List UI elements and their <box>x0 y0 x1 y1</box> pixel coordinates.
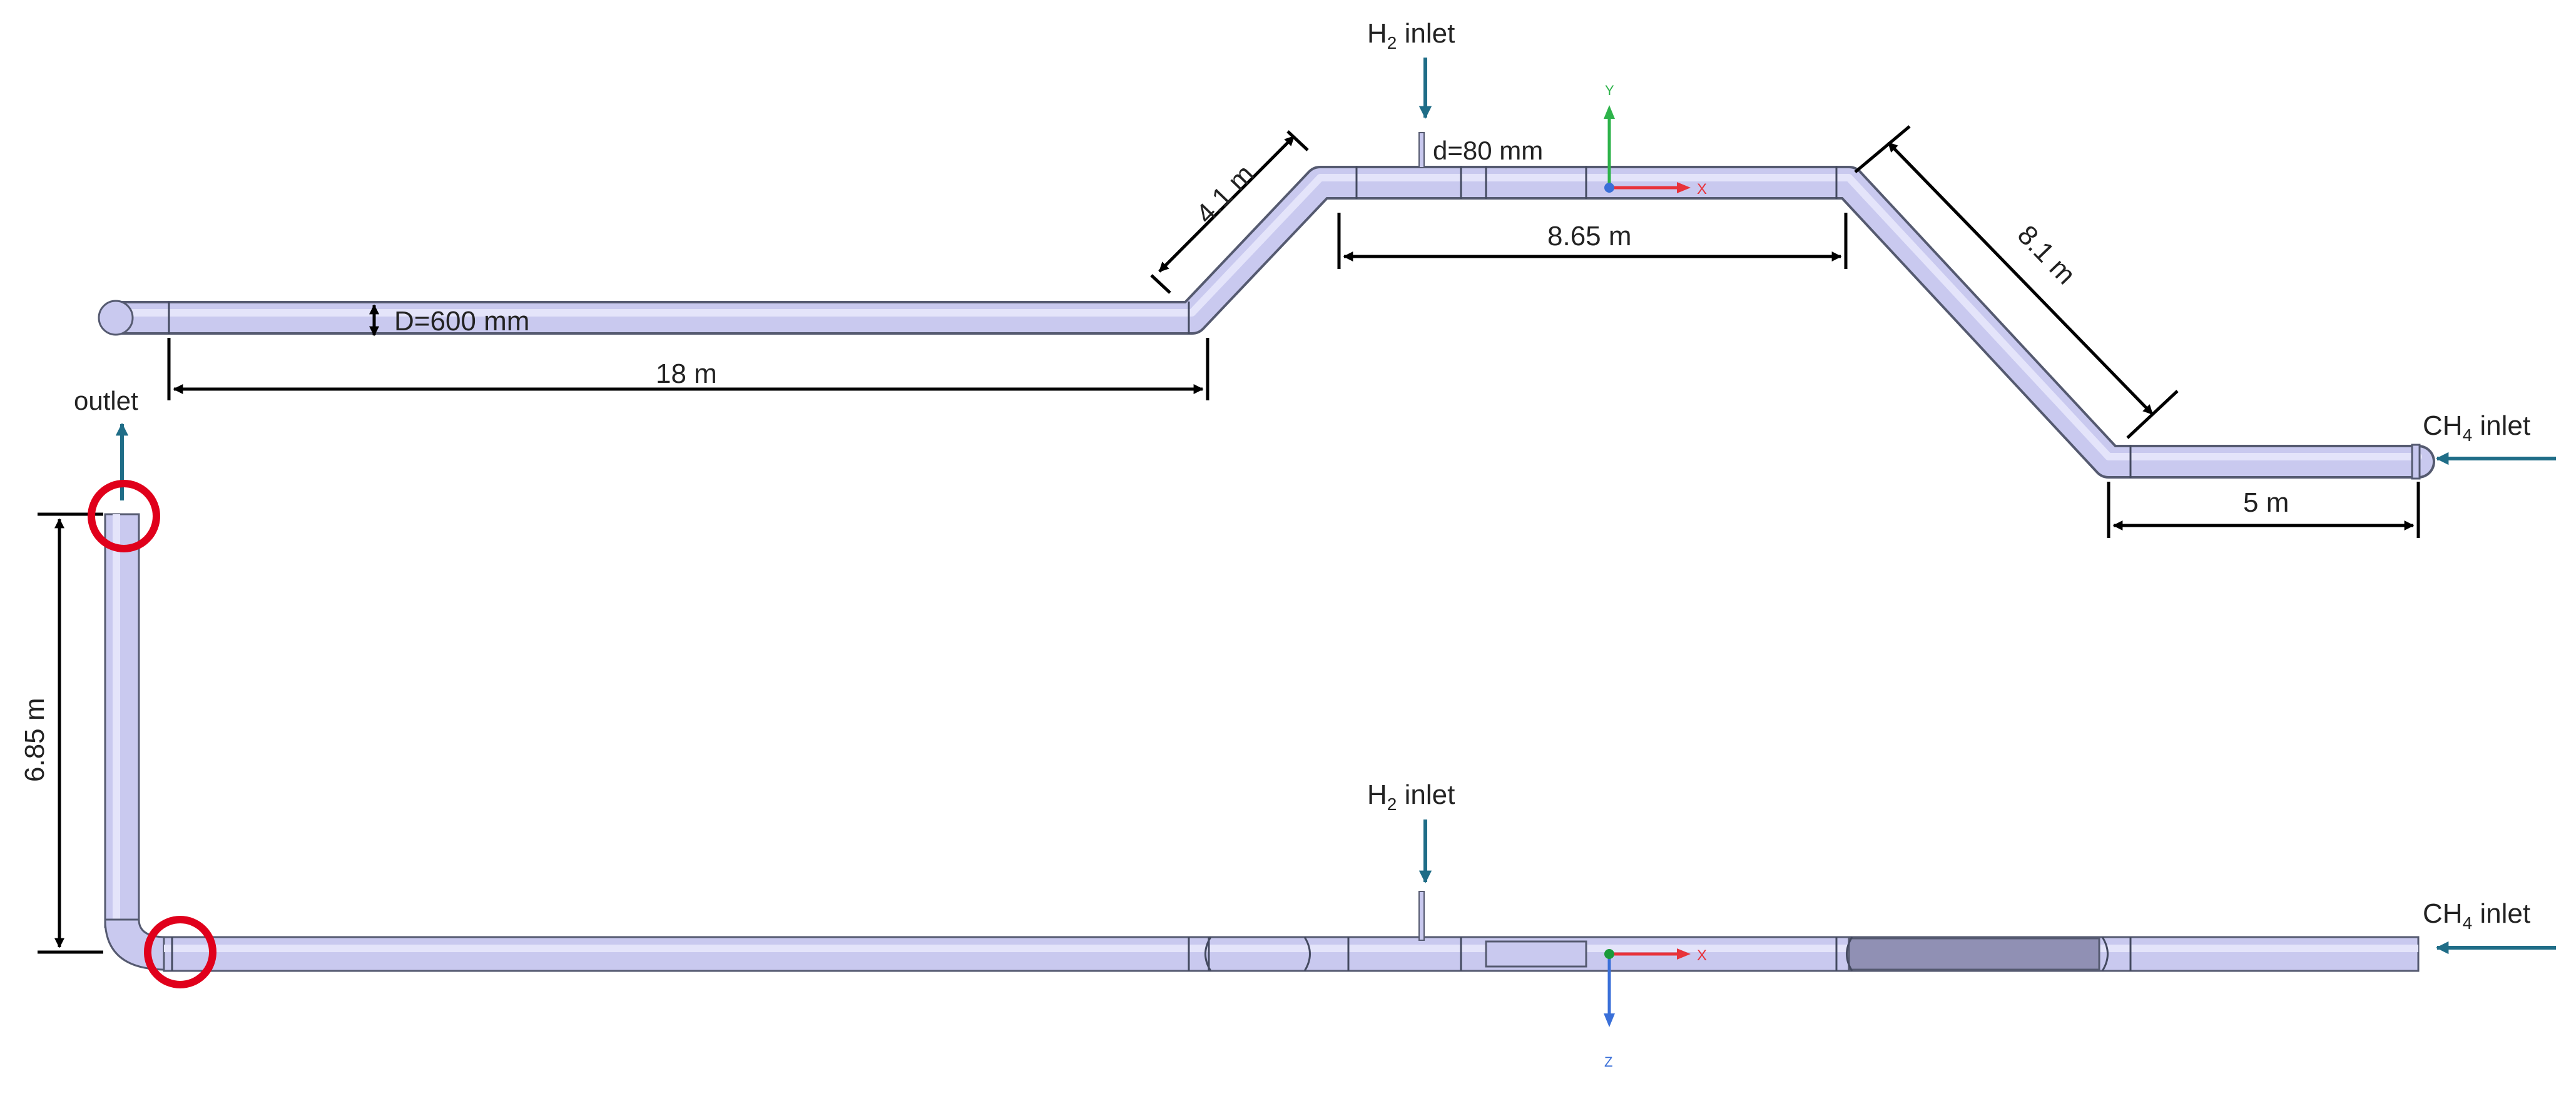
axis-x-label-top: X <box>1697 181 1707 198</box>
axis-triad-bottom: Z X <box>1604 947 1707 1070</box>
dim-6-85m-label: 6.85 m <box>19 698 50 782</box>
dim-5m-label: 5 m <box>2243 487 2289 518</box>
h2-branch-stub-bottom <box>1418 891 1425 941</box>
ch4-inlet-label-bottom: CH4 inlet <box>2423 898 2530 933</box>
pipe-diameter-label: D=600 mm <box>394 306 529 337</box>
axis-y-label: Y <box>1605 83 1614 98</box>
axis-z-label: Z <box>1604 1054 1612 1070</box>
axis-triad-top: Y X <box>1604 83 1707 198</box>
branch-diameter-label: d=80 mm <box>1433 136 1543 165</box>
highlight-outlet-circle <box>88 480 160 552</box>
top-view-pipeline <box>98 132 2435 480</box>
axis-x-label-bottom: X <box>1697 947 1707 964</box>
ch4-inlet-label-top: CH4 inlet <box>2423 410 2530 445</box>
dim-18m-label: 18 m <box>656 358 717 389</box>
shaded-section <box>1848 937 2100 971</box>
flow-arrows <box>115 58 2556 955</box>
h2-inlet-label-bottom: H2 inlet <box>1367 779 1455 814</box>
dim-4-1m-label: 4.1 m <box>1190 159 1260 230</box>
h2-branch-stub-top <box>1418 132 1425 168</box>
highlight-elbow-circle <box>144 916 216 988</box>
outlet-label: outlet <box>74 386 138 415</box>
h2-inlet-label-top: H2 inlet <box>1367 18 1455 53</box>
dimension-lines <box>38 125 2420 954</box>
vertical-riser <box>104 513 140 928</box>
reduced-section <box>1485 940 1587 968</box>
bottom-view-pipeline <box>104 513 2420 972</box>
dim-8-65m-label: 8.65 m <box>1547 221 1632 251</box>
